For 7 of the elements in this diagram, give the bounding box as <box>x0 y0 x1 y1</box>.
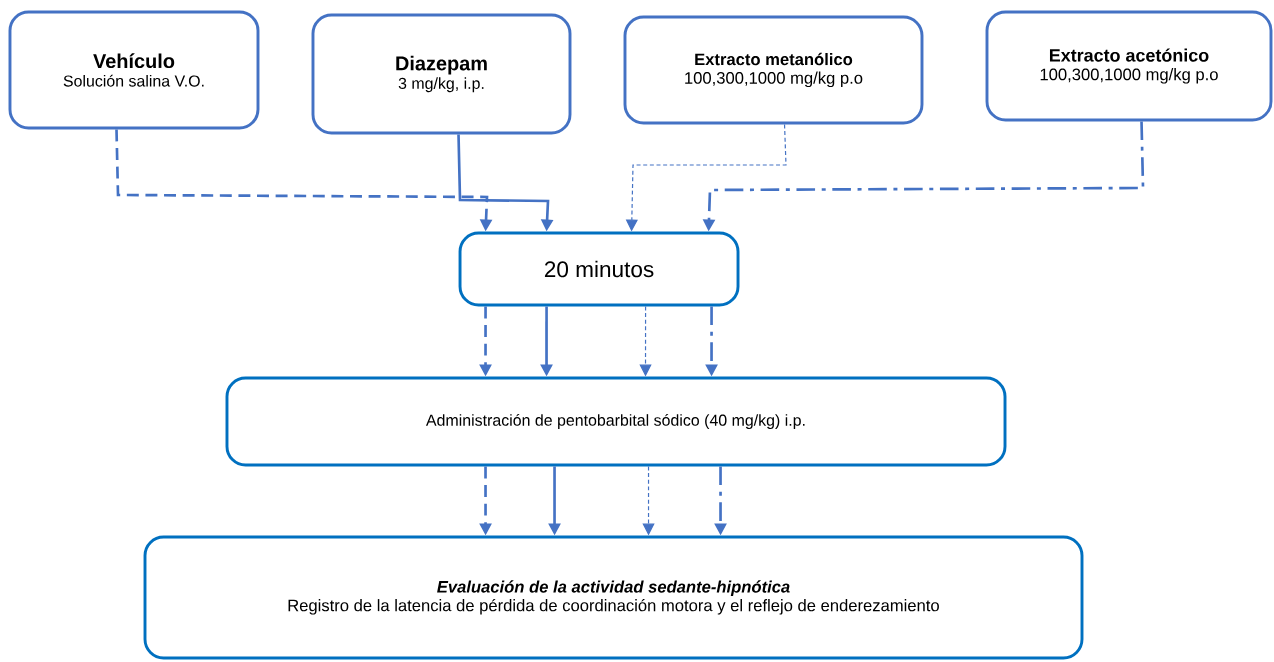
process-box: 20 minutos <box>458 231 740 307</box>
process-box: Evaluación de la actividad sedante-hipnótica Registro de la latencia de pérdida de coordinación motora y el reflejo de enderezamiento <box>143 535 1084 660</box>
process-box: Extracto metanólico 100,300,1000 mg/kg p.o <box>623 15 924 125</box>
process-box: Extracto acetónico 100,300,1000 mg/kg p.o <box>985 10 1273 122</box>
process-box: Administración de pentobarbital sódico (40 mg/kg) i.p. <box>225 376 1007 467</box>
process-box: Diazepam 3 mg/kg, i.p. <box>311 13 572 135</box>
process-box: Vehículo Solución salina V.O. <box>8 10 260 130</box>
